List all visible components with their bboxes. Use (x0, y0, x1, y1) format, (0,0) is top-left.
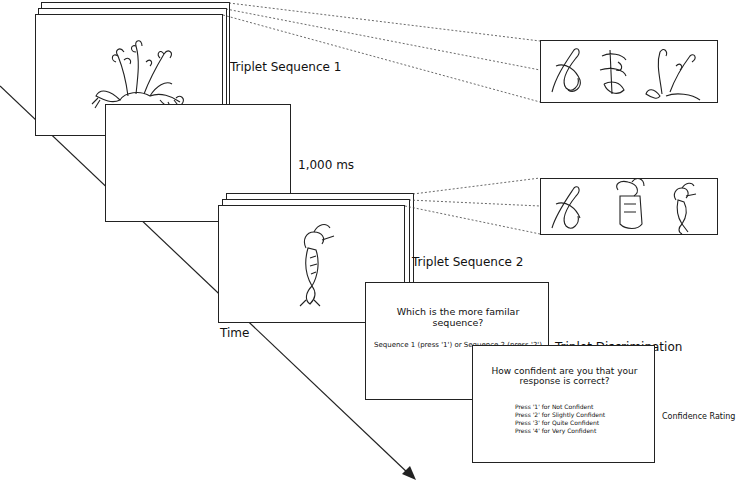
time-line (0, 86, 410, 475)
inset-shapes (658, 49, 666, 94)
option-text: Press '1' for Not Confident (515, 404, 593, 411)
inset-shapes (552, 187, 579, 228)
response-screen: How confident are you that your response… (472, 345, 655, 463)
inset-shapes (646, 90, 660, 98)
inset-shapes (670, 55, 695, 92)
leader-lines (229, 3, 540, 41)
prompt-text: How confident are you that your response… (487, 366, 642, 387)
prompt-text: Which is the more familar sequence? (372, 307, 544, 329)
triplet-inset (541, 41, 718, 103)
inset-shapes (666, 94, 700, 100)
inset-shapes (679, 224, 688, 234)
inset-shapes (552, 49, 700, 234)
stage-label: Triplet Sequence 1 (230, 61, 341, 75)
leader-lines (405, 206, 540, 234)
leader-lines (413, 178, 540, 194)
leader-lines (223, 15, 540, 102)
leader-lines (409, 200, 540, 206)
stage-label: Triplet Sequence 2 (412, 256, 523, 270)
inset-shapes (616, 62, 622, 70)
inset-shapes (552, 49, 579, 92)
option-text: Press '3' for Quite Confident (515, 420, 599, 427)
inset-shapes (624, 204, 636, 212)
inset-shapes (676, 64, 682, 70)
inset-shapes (632, 179, 644, 186)
inset-shapes (620, 196, 642, 229)
option-text: Press '4' for Very Confident (515, 428, 596, 435)
axis-label: Time (220, 326, 249, 340)
inset-shapes (556, 65, 580, 91)
inset-shapes (682, 183, 696, 196)
arrow-head (402, 466, 416, 480)
inset-shapes (604, 82, 624, 93)
option-text: Press '2' for Slightly Confident (515, 412, 605, 419)
inset-shapes (677, 200, 686, 224)
interval-label: 1,000 ms (298, 159, 354, 173)
stage-label: Confidence Rating (662, 412, 735, 421)
inset-shapes (617, 181, 638, 196)
inset-shapes (600, 50, 626, 94)
inset-shapes (556, 203, 580, 218)
triplet-inset (541, 179, 718, 235)
inset-shapes (674, 188, 688, 200)
